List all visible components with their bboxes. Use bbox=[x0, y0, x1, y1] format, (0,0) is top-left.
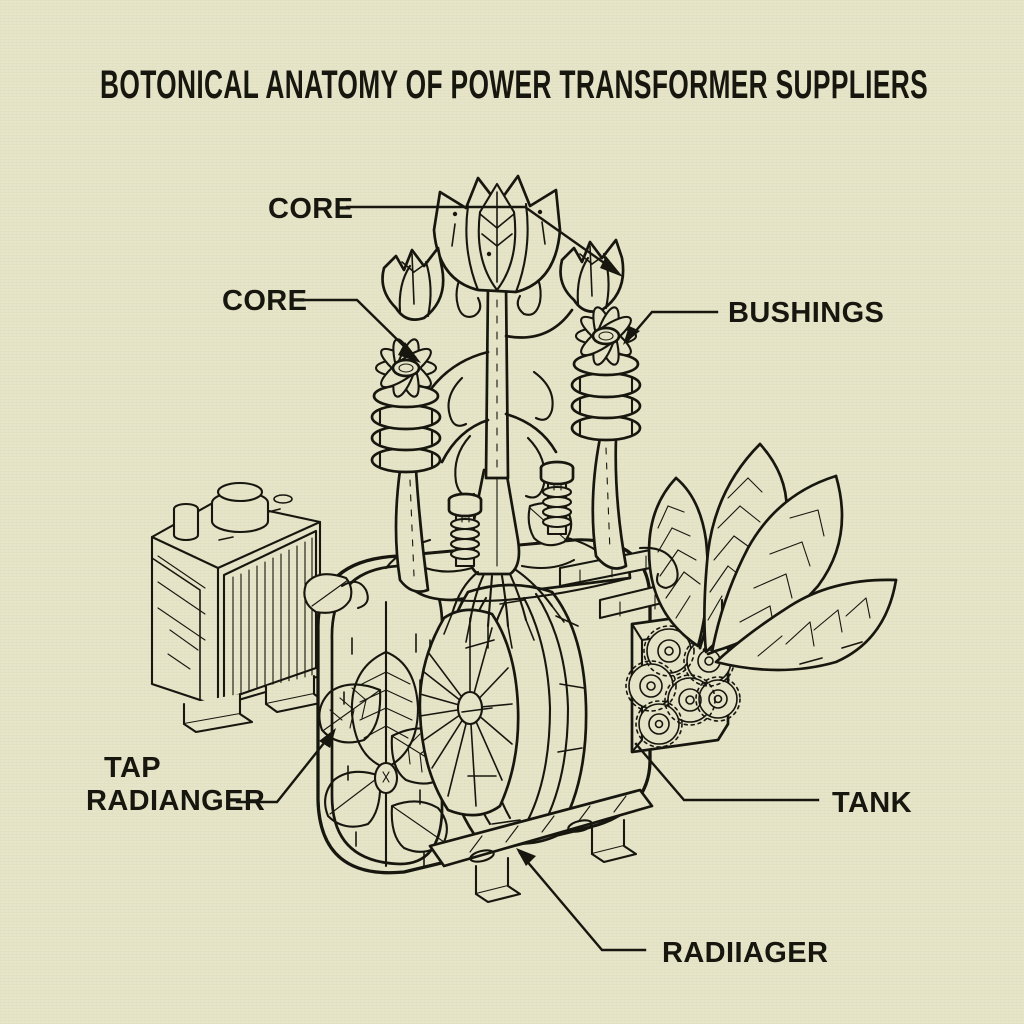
gear-cluster bbox=[625, 610, 741, 754]
bushing-right bbox=[570, 306, 642, 570]
arrowhead-core-second bbox=[398, 342, 421, 363]
arrowhead-core-top bbox=[600, 256, 623, 277]
illustration bbox=[150, 174, 898, 904]
tulip-flower-main bbox=[432, 174, 562, 294]
label-tap[interactable]: TAP bbox=[104, 752, 161, 784]
gears bbox=[625, 625, 741, 748]
leader-tap-radianger bbox=[235, 731, 334, 804]
insulator-discs-left bbox=[370, 383, 442, 474]
small-bushing-posts bbox=[447, 460, 575, 568]
leader-radiiager bbox=[518, 851, 647, 952]
radiator-unit bbox=[150, 481, 327, 734]
insulator-discs-right bbox=[570, 351, 642, 442]
tulip-bud-right bbox=[559, 238, 625, 313]
label-radiiager[interactable]: RADIIAGER bbox=[662, 937, 828, 969]
label-tank[interactable]: TANK bbox=[832, 787, 912, 819]
leaf-fan bbox=[647, 442, 898, 672]
labels: CORE CORE BUSHINGS TAP RADIANGER TANK RA… bbox=[86, 193, 912, 969]
daisy-right bbox=[574, 306, 638, 366]
arrowhead-tap-radianger bbox=[319, 728, 336, 748]
label-core-top[interactable]: CORE bbox=[268, 193, 353, 225]
tank-base-rail bbox=[428, 788, 654, 904]
bushing-post-b bbox=[539, 460, 575, 536]
leader-lines bbox=[235, 205, 820, 952]
tulip-bud-left bbox=[381, 246, 445, 321]
leader-bushings bbox=[626, 310, 719, 342]
tendril-left bbox=[340, 580, 369, 610]
leader-tank bbox=[634, 742, 820, 802]
label-core-second[interactable]: CORE bbox=[222, 285, 307, 317]
label-radianger[interactable]: RADIANGER bbox=[86, 785, 265, 817]
page-title: BOTONICAL ANATOMY OF POWER TRANSFORMER S… bbox=[100, 63, 928, 107]
core-windings bbox=[418, 583, 588, 845]
bushing-post-a bbox=[447, 492, 483, 568]
arrowhead-bushings bbox=[623, 326, 640, 345]
label-bushings[interactable]: BUSHINGS bbox=[728, 297, 884, 329]
leader-core-top bbox=[345, 205, 619, 274]
leader-core-second bbox=[298, 298, 417, 359]
root-system bbox=[384, 468, 616, 649]
arrowhead-radiiager bbox=[516, 848, 536, 866]
tendril-right bbox=[638, 546, 679, 590]
